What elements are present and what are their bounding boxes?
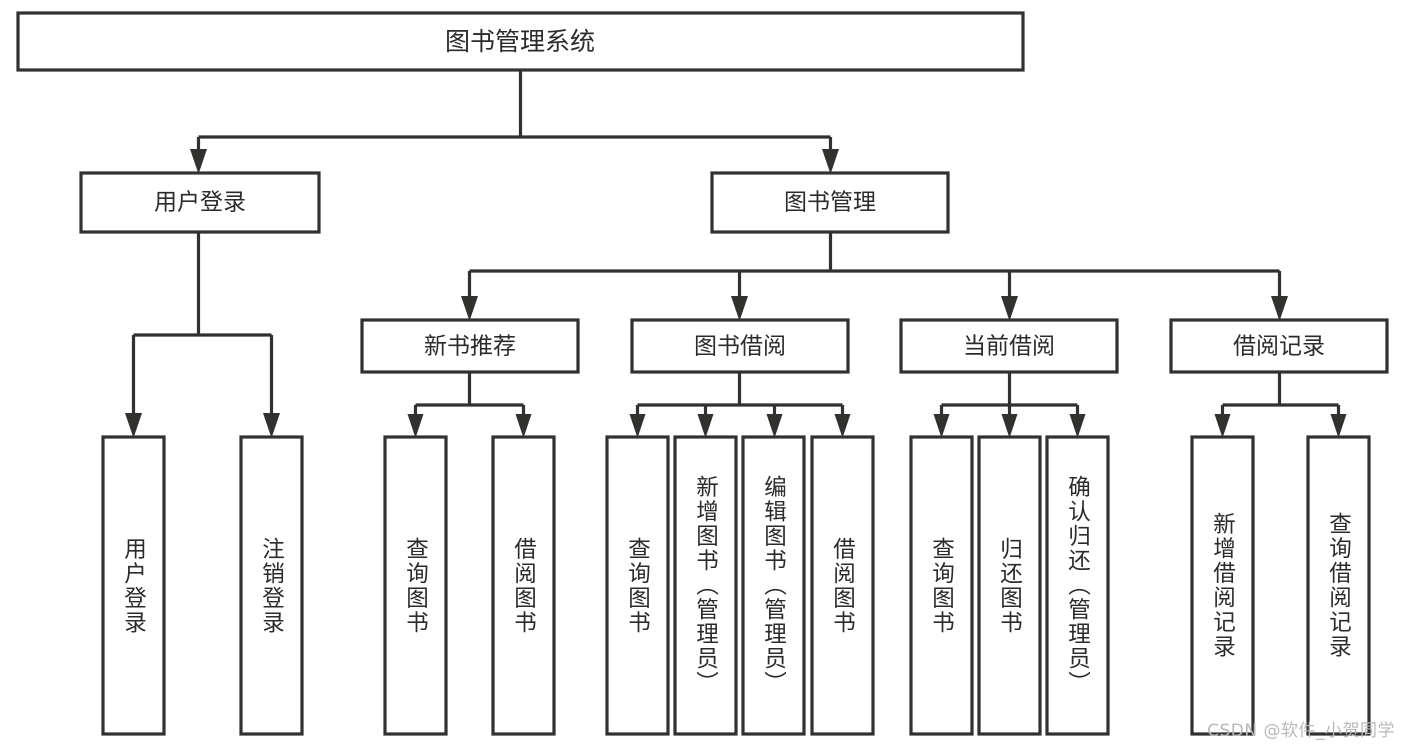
leaf-current-return-book[interactable]: 归还图书 bbox=[977, 435, 1042, 736]
leaf-borrow-borrow-book-box[interactable] bbox=[810, 435, 875, 736]
node-book-management-box[interactable] bbox=[710, 171, 950, 234]
leaf-record-add-label: 新增借阅记录 bbox=[1209, 512, 1236, 659]
arrowhead-borrowrec-leaf1 bbox=[1214, 414, 1231, 438]
leaf-record-query-box[interactable] bbox=[1306, 435, 1371, 736]
arrowhead-borrowrec-leaf2 bbox=[1330, 414, 1347, 438]
leaf-newbook-query-book-label: 查询图书 bbox=[402, 536, 429, 635]
node-user-login-box[interactable] bbox=[79, 171, 321, 234]
connector-layer bbox=[125, 70, 1347, 438]
node-user-login[interactable]: 用户登录 bbox=[79, 171, 321, 234]
leaf-borrow-edit-book-label: 编辑图书（管理员） bbox=[760, 475, 787, 696]
node-current-borrow-box[interactable] bbox=[899, 318, 1119, 374]
arrowhead-new-book bbox=[461, 296, 478, 321]
leaf-logout[interactable]: 注销登录 bbox=[239, 435, 304, 736]
leaf-record-add-box[interactable] bbox=[1190, 435, 1255, 736]
arrowhead-currentborrow-leaf1 bbox=[933, 414, 950, 438]
node-user-login-label: 用户登录 bbox=[154, 190, 246, 216]
arrowhead-newbook-leaf2 bbox=[515, 414, 532, 438]
leaf-borrow-add-book-box[interactable] bbox=[673, 435, 738, 736]
node-borrow-records-box[interactable] bbox=[1169, 318, 1389, 374]
leaf-current-return-book-box[interactable] bbox=[977, 435, 1042, 736]
leaf-borrow-add-book-label: 新增图书（管理员） bbox=[692, 475, 719, 696]
arrowhead-borrow-records bbox=[1271, 296, 1288, 321]
node-new-book-recommend-label: 新书推荐 bbox=[424, 334, 516, 360]
leaf-borrow-edit-book-box[interactable] bbox=[741, 435, 806, 736]
node-current-borrow-label: 当前借阅 bbox=[963, 334, 1055, 360]
leaf-user-login[interactable]: 用户登录 bbox=[101, 435, 166, 736]
leaf-logout-box[interactable] bbox=[239, 435, 304, 736]
node-new-book-recommend[interactable]: 新书推荐 bbox=[360, 318, 580, 374]
arrowhead-leaf-user-login bbox=[125, 413, 142, 438]
leaf-borrow-edit-book[interactable]: 编辑图书（管理员） bbox=[741, 435, 806, 736]
leaf-current-query-book-box[interactable] bbox=[909, 435, 974, 736]
leaf-borrow-borrow-book-label: 借阅图书 bbox=[829, 536, 856, 635]
leaf-user-login-label: 用户登录 bbox=[120, 536, 147, 635]
arrowhead-bookborrow-leaf1 bbox=[629, 414, 646, 438]
leaf-current-confirm-return-label: 确认归还（管理员） bbox=[1064, 475, 1091, 696]
leaf-borrow-query-book-box[interactable] bbox=[605, 435, 670, 736]
arrowhead-book-borrow bbox=[731, 296, 748, 321]
node-book-management-label: 图书管理 bbox=[784, 190, 876, 216]
arrowhead-leaf-logout bbox=[263, 413, 280, 438]
leaf-user-login-box[interactable] bbox=[101, 435, 166, 736]
leaf-current-query-book[interactable]: 查询图书 bbox=[909, 435, 974, 736]
leaf-current-confirm-return[interactable]: 确认归还（管理员） bbox=[1045, 435, 1110, 736]
arrowhead-currentborrow-leaf2 bbox=[1001, 414, 1018, 438]
node-book-borrow[interactable]: 图书借阅 bbox=[630, 318, 850, 374]
leaf-logout-label: 注销登录 bbox=[258, 536, 285, 635]
arrowhead-book-mgmt bbox=[822, 149, 839, 174]
leaf-newbook-query-book-box[interactable] bbox=[383, 435, 448, 736]
node-root[interactable]: 图书管理系统 bbox=[16, 11, 1025, 72]
node-root-label: 图书管理系统 bbox=[445, 27, 595, 56]
node-root-box[interactable] bbox=[16, 11, 1025, 72]
arrowhead-user-login bbox=[190, 149, 207, 174]
leaf-newbook-borrow-book-box[interactable] bbox=[491, 435, 556, 736]
node-book-borrow-label: 图书借阅 bbox=[694, 334, 786, 360]
node-current-borrow[interactable]: 当前借阅 bbox=[899, 318, 1119, 374]
leaf-current-return-book-label: 归还图书 bbox=[996, 536, 1023, 635]
leaf-record-query-label: 查询借阅记录 bbox=[1325, 512, 1352, 659]
leaf-newbook-borrow-book[interactable]: 借阅图书 bbox=[491, 435, 556, 736]
arrowhead-current-borrow bbox=[1001, 296, 1018, 321]
leaf-current-confirm-return-box[interactable] bbox=[1045, 435, 1110, 736]
arrowhead-bookborrow-leaf3 bbox=[766, 414, 783, 438]
arrowhead-newbook-leaf1 bbox=[407, 414, 424, 438]
leaf-borrow-add-book[interactable]: 新增图书（管理员） bbox=[673, 435, 738, 736]
node-borrow-records-label: 借阅记录 bbox=[1233, 334, 1325, 360]
leaf-record-query[interactable]: 查询借阅记录 bbox=[1306, 435, 1371, 736]
leaf-current-query-book-label: 查询图书 bbox=[928, 536, 955, 635]
arrowhead-bookborrow-leaf2 bbox=[697, 414, 714, 438]
leaf-record-add[interactable]: 新增借阅记录 bbox=[1190, 435, 1255, 736]
csdn-watermark: CSDN @软件_小贺同学 bbox=[1207, 721, 1395, 741]
node-book-management[interactable]: 图书管理 bbox=[710, 171, 950, 234]
leaf-newbook-query-book[interactable]: 查询图书 bbox=[383, 435, 448, 736]
node-borrow-records[interactable]: 借阅记录 bbox=[1169, 318, 1389, 374]
node-new-book-recommend-box[interactable] bbox=[360, 318, 580, 374]
leaf-borrow-borrow-book[interactable]: 借阅图书 bbox=[810, 435, 875, 736]
leaf-borrow-query-book[interactable]: 查询图书 bbox=[605, 435, 670, 736]
arrowhead-currentborrow-leaf3 bbox=[1069, 414, 1086, 438]
leaf-borrow-query-book-label: 查询图书 bbox=[624, 536, 651, 635]
leaf-newbook-borrow-book-label: 借阅图书 bbox=[510, 536, 537, 635]
node-book-borrow-box[interactable] bbox=[630, 318, 850, 374]
arrowhead-bookborrow-leaf4 bbox=[834, 414, 851, 438]
